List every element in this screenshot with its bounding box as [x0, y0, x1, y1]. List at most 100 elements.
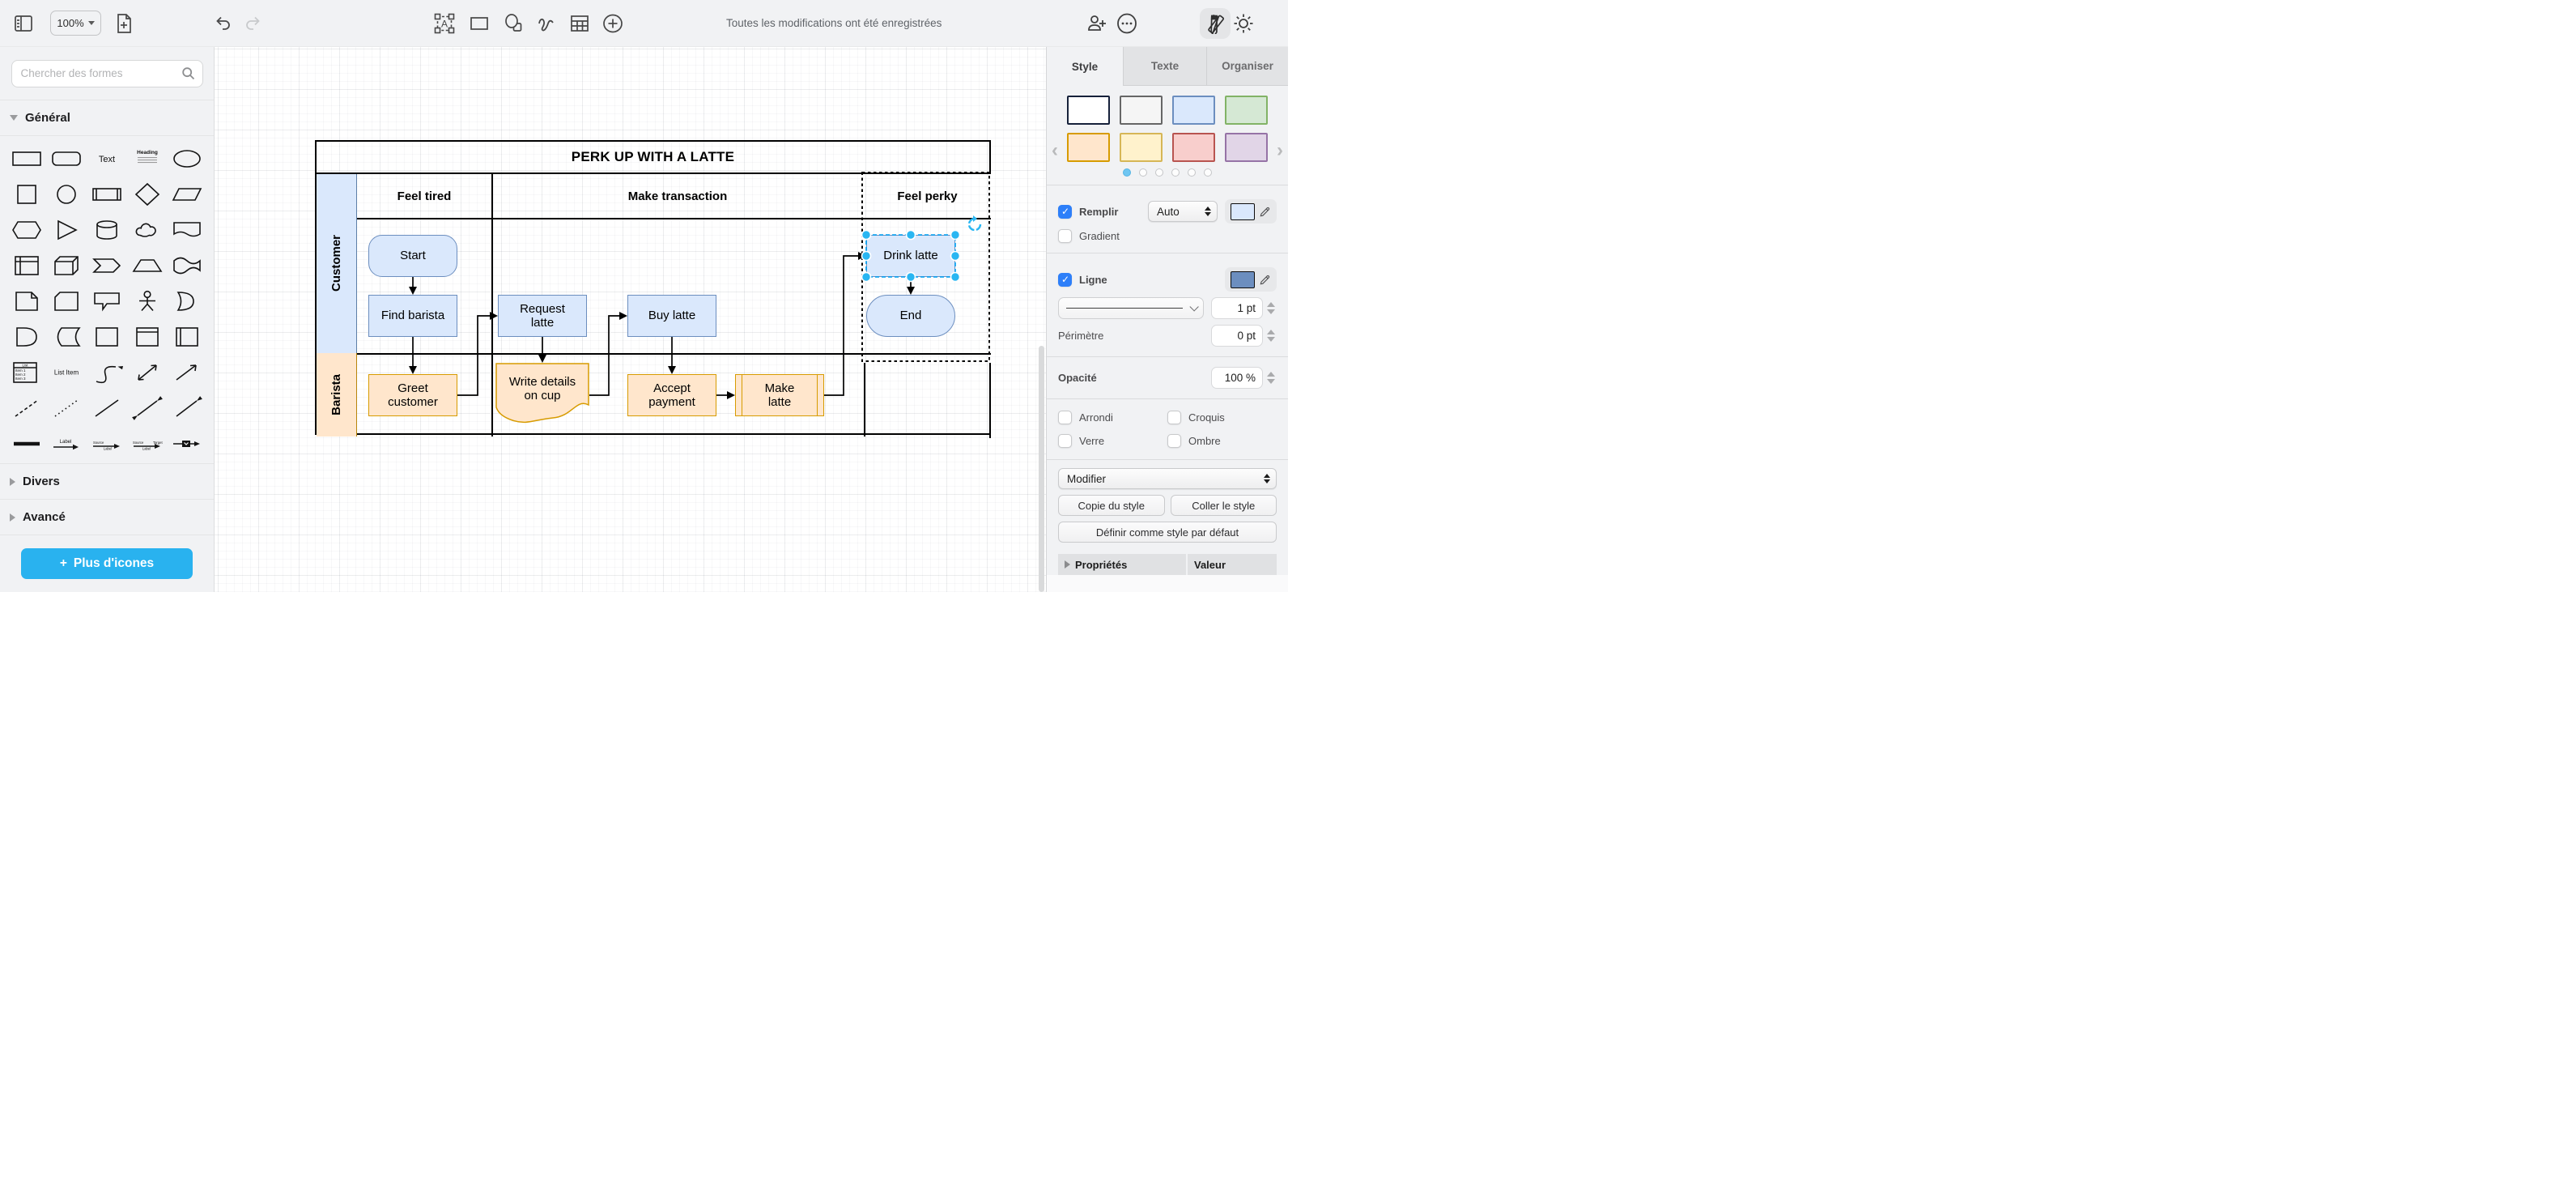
- shape-card[interactable]: [47, 283, 87, 319]
- redo-icon[interactable]: [241, 11, 266, 36]
- shape-process[interactable]: [87, 177, 127, 212]
- style-preset-swatch[interactable]: [1225, 96, 1268, 125]
- shape-triangle[interactable]: [47, 212, 87, 248]
- fill-checkbox[interactable]: [1058, 204, 1072, 219]
- paste-style-button[interactable]: Coller le style: [1170, 495, 1277, 516]
- shape-text[interactable]: Text: [87, 141, 127, 177]
- fill-color-button[interactable]: [1225, 199, 1277, 224]
- opacity-input[interactable]: [1211, 367, 1263, 389]
- node-find-barista[interactable]: Find barista: [368, 295, 457, 337]
- sidebar-section-misc[interactable]: Divers: [0, 464, 214, 500]
- more-actions-icon[interactable]: [1115, 11, 1139, 36]
- node-drink-latte[interactable]: Drink latte: [866, 235, 955, 277]
- presets-prev-icon[interactable]: ‹: [1052, 139, 1058, 161]
- style-preset-swatch[interactable]: [1172, 96, 1215, 125]
- shape-arrow[interactable]: [167, 355, 207, 390]
- shape-dashed-line[interactable]: [6, 390, 47, 426]
- table-tool-icon[interactable]: [567, 11, 592, 36]
- gradient-checkbox[interactable]: [1058, 229, 1072, 243]
- shape-curve[interactable]: [87, 355, 127, 390]
- shape-cloud[interactable]: [127, 212, 168, 248]
- swimlane-pool[interactable]: PERK UP WITH A LATTE Customer Barista Fe…: [315, 140, 991, 438]
- edit-style-select[interactable]: Modifier: [1058, 468, 1277, 489]
- sketch-checkbox[interactable]: [1167, 411, 1181, 424]
- preset-page-dot[interactable]: [1204, 168, 1212, 177]
- phase-feel-tired[interactable]: Feel tired: [397, 189, 452, 203]
- shape-or[interactable]: [167, 283, 207, 319]
- node-make-latte[interactable]: Make latte: [735, 374, 824, 416]
- shape-data-storage[interactable]: [47, 319, 87, 355]
- perimeter-input[interactable]: [1211, 325, 1263, 347]
- style-preset-swatch[interactable]: [1067, 96, 1110, 125]
- insert-shape-icon[interactable]: [601, 11, 625, 36]
- undo-icon[interactable]: [210, 11, 235, 36]
- preset-page-dot[interactable]: [1171, 168, 1180, 177]
- node-buy-latte[interactable]: Buy latte: [627, 295, 716, 337]
- text-tool-icon[interactable]: A: [432, 11, 457, 36]
- shape-link[interactable]: [6, 426, 47, 462]
- rounded-checkbox[interactable]: [1058, 411, 1072, 424]
- perimeter-stepper[interactable]: [1265, 325, 1277, 347]
- shape-dotted-line[interactable]: [47, 390, 87, 426]
- copy-style-button[interactable]: Copie du style: [1058, 495, 1165, 516]
- shape-ellipse[interactable]: [167, 141, 207, 177]
- canvas-vertical-scrollbar[interactable]: [1039, 346, 1044, 592]
- shape-container[interactable]: [87, 319, 127, 355]
- add-page-icon[interactable]: [112, 11, 136, 36]
- shape-tool-icon[interactable]: [501, 11, 525, 36]
- preset-page-dot[interactable]: [1155, 168, 1163, 177]
- theme-toggle-icon[interactable]: [1231, 11, 1256, 36]
- drawing-canvas[interactable]: PERK UP WITH A LATTE Customer Barista Fe…: [215, 47, 1046, 592]
- glass-checkbox[interactable]: [1058, 434, 1072, 448]
- shape-document[interactable]: [167, 212, 207, 248]
- shape-diamond[interactable]: [127, 177, 168, 212]
- style-preset-swatch[interactable]: [1120, 96, 1163, 125]
- node-write-details[interactable]: Write details on cup: [495, 363, 589, 424]
- tab-arrange[interactable]: Organiser: [1206, 47, 1288, 86]
- shape-parallelogram[interactable]: [167, 177, 207, 212]
- node-accept-payment[interactable]: Accept payment: [627, 374, 716, 416]
- lane-barista[interactable]: Barista: [317, 353, 357, 437]
- lane-customer[interactable]: Customer: [317, 174, 357, 353]
- shape-cube[interactable]: [47, 248, 87, 283]
- toggle-format-panel-icon[interactable]: [11, 11, 36, 36]
- set-default-style-button[interactable]: Définir comme style par défaut: [1058, 522, 1277, 543]
- line-width-input[interactable]: [1211, 297, 1263, 319]
- node-end[interactable]: End: [866, 295, 955, 337]
- shape-internal-storage[interactable]: [6, 248, 47, 283]
- shape-list-item[interactable]: List Item: [47, 355, 87, 390]
- sidebar-section-advanced[interactable]: Avancé: [0, 500, 214, 535]
- preset-page-dot[interactable]: [1123, 168, 1131, 177]
- shape-vertical-container[interactable]: [127, 319, 168, 355]
- shape-heading[interactable]: Heading: [127, 141, 168, 177]
- shape-hexagon[interactable]: [6, 212, 47, 248]
- tab-text[interactable]: Texte: [1123, 47, 1206, 86]
- shadow-checkbox[interactable]: [1167, 434, 1181, 448]
- line-checkbox[interactable]: [1058, 272, 1072, 287]
- presets-next-icon[interactable]: ›: [1277, 139, 1283, 161]
- style-preset-swatch[interactable]: [1120, 133, 1163, 162]
- shape-line[interactable]: [87, 390, 127, 426]
- search-input[interactable]: [20, 67, 181, 79]
- shape-bidirectional-connector[interactable]: [127, 390, 168, 426]
- style-preset-swatch[interactable]: [1067, 133, 1110, 162]
- shape-rounded-rectangle[interactable]: [47, 141, 87, 177]
- fill-mode-select[interactable]: Auto: [1148, 201, 1218, 222]
- shape-directional-connector[interactable]: [167, 390, 207, 426]
- sidebar-section-general[interactable]: Général: [0, 100, 214, 136]
- style-preset-swatch[interactable]: [1172, 133, 1215, 162]
- node-greet-customer[interactable]: Greet customer: [368, 374, 457, 416]
- line-color-button[interactable]: [1225, 267, 1277, 292]
- shape-trapezoid[interactable]: [127, 248, 168, 283]
- zoom-select[interactable]: 100%: [50, 11, 101, 36]
- opacity-stepper[interactable]: [1265, 367, 1277, 389]
- shape-circle[interactable]: [47, 177, 87, 212]
- shape-actor[interactable]: [127, 283, 168, 319]
- shape-and[interactable]: [6, 319, 47, 355]
- sketch-style-toggle[interactable]: [1200, 8, 1231, 39]
- rectangle-tool-icon[interactable]: [467, 11, 491, 36]
- preset-page-dot[interactable]: [1139, 168, 1147, 177]
- phase-feel-perky[interactable]: Feel perky: [897, 189, 958, 203]
